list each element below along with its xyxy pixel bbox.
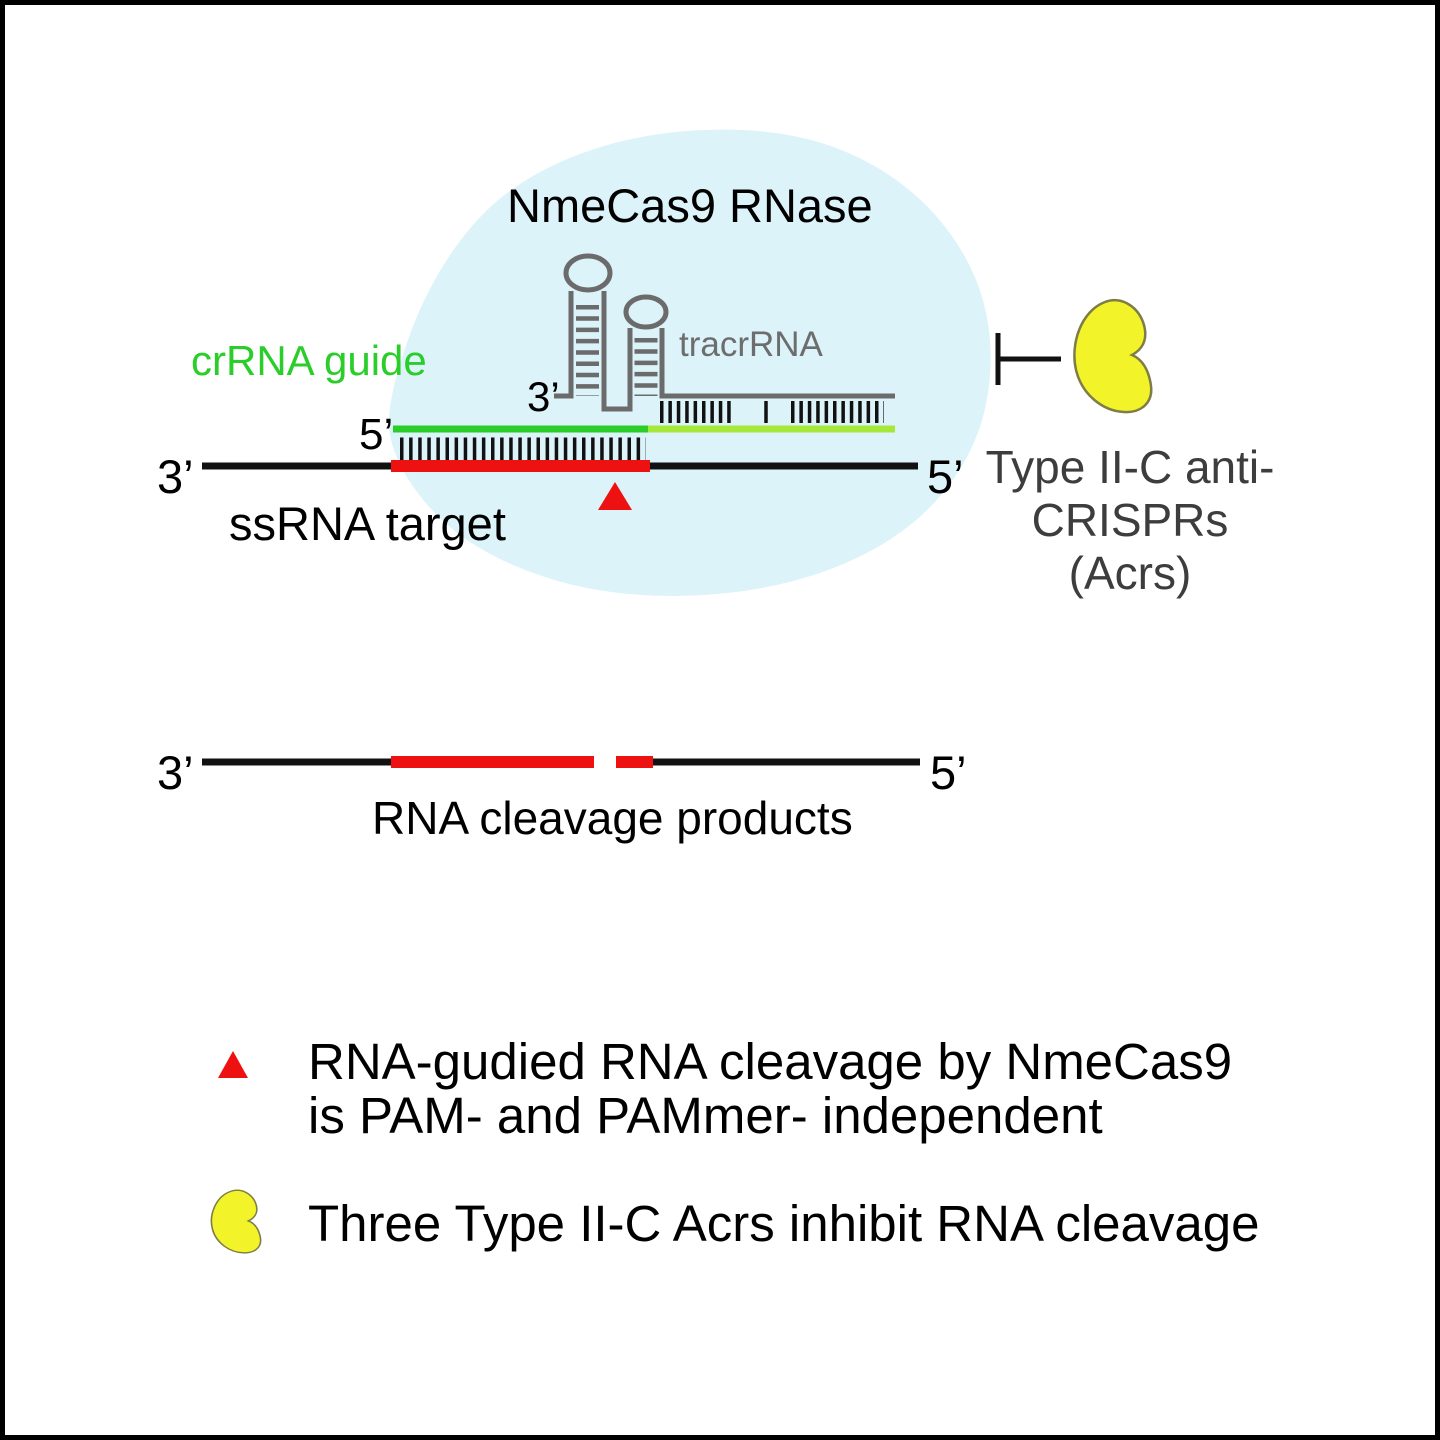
acr-caption: Type II-C anti- CRISPRs (Acrs)	[965, 441, 1295, 600]
cas9-protein-blob	[388, 129, 991, 596]
tracrrna-hairpin-1-stem-left	[554, 291, 574, 399]
figure-title: NmeCas9 RNase	[507, 179, 873, 232]
ssrna-target-label: ssRNA target	[229, 497, 506, 550]
tracrrna-backbone	[659, 328, 895, 399]
acr-caption-line1: Type II-C anti-	[985, 441, 1275, 493]
cleavage-site-triangle	[598, 482, 632, 510]
products-label: RNA cleavage products	[372, 792, 853, 844]
legend-item-2-text: Three Type II-C Acrs inhibit RNA cleavag…	[308, 1195, 1260, 1252]
legend-acr-icon	[210, 1189, 262, 1254]
tracrrna-hairpin-junction	[601, 291, 633, 412]
legend-item-1-line1: RNA-gudied RNA cleavage by NmeCas9	[308, 1033, 1233, 1090]
acr-protein-blob	[1073, 299, 1153, 414]
crrna-5prime-label: 5’	[359, 410, 394, 459]
inhibition-tee-icon	[995, 333, 1061, 385]
target-3prime-label: 3’	[157, 450, 194, 503]
target-5prime-label: 5’	[927, 450, 964, 503]
products-5prime-label: 5’	[930, 746, 967, 799]
products-3prime-label: 3’	[157, 746, 194, 799]
crrna-guide-label: crRNA guide	[191, 337, 427, 384]
tracrrna-hairpin-1-loop	[563, 253, 613, 293]
tracrrna-3prime-label: 3’	[527, 373, 560, 420]
legend-cleavage-triangle-icon	[218, 1051, 248, 1078]
tracrrna-hairpin-2-loop	[623, 294, 669, 330]
legend-item-1-line2: is PAM- and PAMmer- independent	[308, 1087, 1103, 1144]
diagram-artwork	[202, 129, 1153, 1254]
legend-item-1-text: RNA-gudied RNA cleavage by NmeCas9 is PA…	[308, 1035, 1308, 1143]
tracrrna-structure	[554, 253, 895, 412]
acr-caption-line2: CRISPRs (Acrs)	[1031, 494, 1229, 599]
tracrrna-label: tracrRNA	[679, 325, 823, 364]
